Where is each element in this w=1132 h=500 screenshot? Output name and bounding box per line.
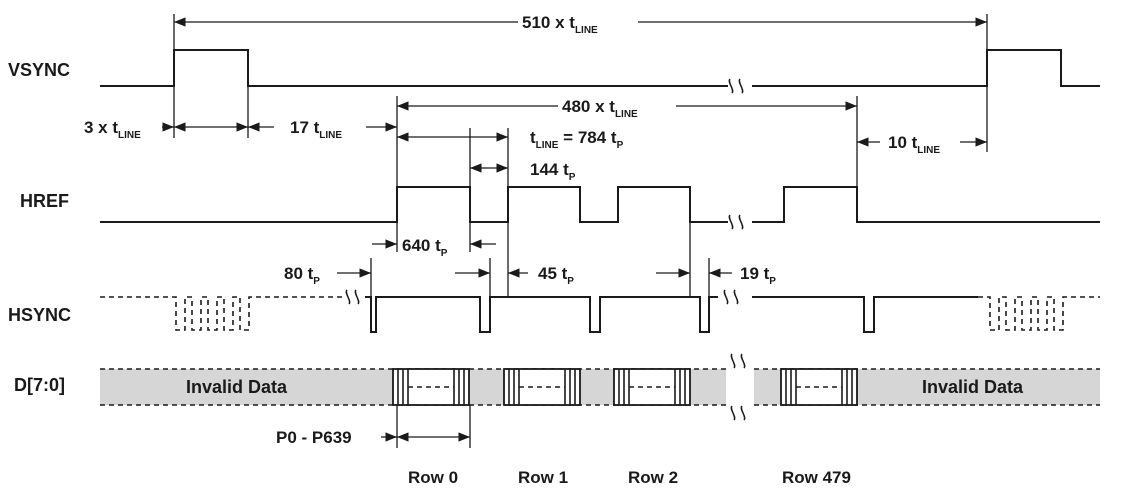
reference-lines <box>173 14 988 448</box>
hsync-label: HSYNC <box>8 305 71 325</box>
front-porch-annotation: 10 tLINE <box>888 133 940 156</box>
href-break-symbol <box>728 214 744 230</box>
vsync-break-symbol <box>728 78 744 94</box>
href-label: HREF <box>20 191 69 211</box>
active-lines-annotation: 480 x tLINE <box>562 97 638 120</box>
pixels-annotation: P0 - P639 <box>276 428 352 447</box>
invalid-data-label-left: Invalid Data <box>186 377 288 397</box>
hsync-waveform <box>365 296 978 333</box>
valid-data-window-row2 <box>613 368 691 406</box>
valid-data-window-row1 <box>503 368 581 406</box>
vsync-label: VSYNC <box>8 60 70 80</box>
hsync-to-href-annotation: 80 tP <box>284 264 320 287</box>
vsync-waveform <box>100 49 1100 87</box>
valid-data-window-row0 <box>392 368 470 406</box>
href-waveform <box>100 186 1100 223</box>
row-label: Row 2 <box>628 468 678 487</box>
row-label: Row 0 <box>408 468 458 487</box>
frame-period-annotation: 510 x tLINE <box>522 13 598 36</box>
dimension-arrows <box>162 17 987 442</box>
invalid-data-label-right: Invalid Data <box>922 377 1024 397</box>
hsync-back-annotation: 45 tP <box>538 264 574 287</box>
valid-data-window-row479 <box>780 368 858 406</box>
row-label: Row 1 <box>518 468 568 487</box>
hsync-pulse-annotation: 19 tP <box>740 264 776 287</box>
back-porch-annotation: 17 tLINE <box>290 118 342 141</box>
href-low-annotation: 144 tP <box>530 160 576 183</box>
hsync-dashed-left <box>100 296 343 331</box>
line-period-annotation: tLINE = 784 tP <box>530 128 624 151</box>
hsync-dashed-right <box>978 296 1100 331</box>
data-break-symbols <box>727 353 753 421</box>
hsync-break-symbols <box>345 289 739 305</box>
data-bus-label: D[7:0] <box>14 375 65 395</box>
vsync-pulse-annotation: 3 x tLINE <box>84 118 141 141</box>
href-high-annotation: 640 tP <box>402 236 448 259</box>
row-label: Row 479 <box>782 468 851 487</box>
